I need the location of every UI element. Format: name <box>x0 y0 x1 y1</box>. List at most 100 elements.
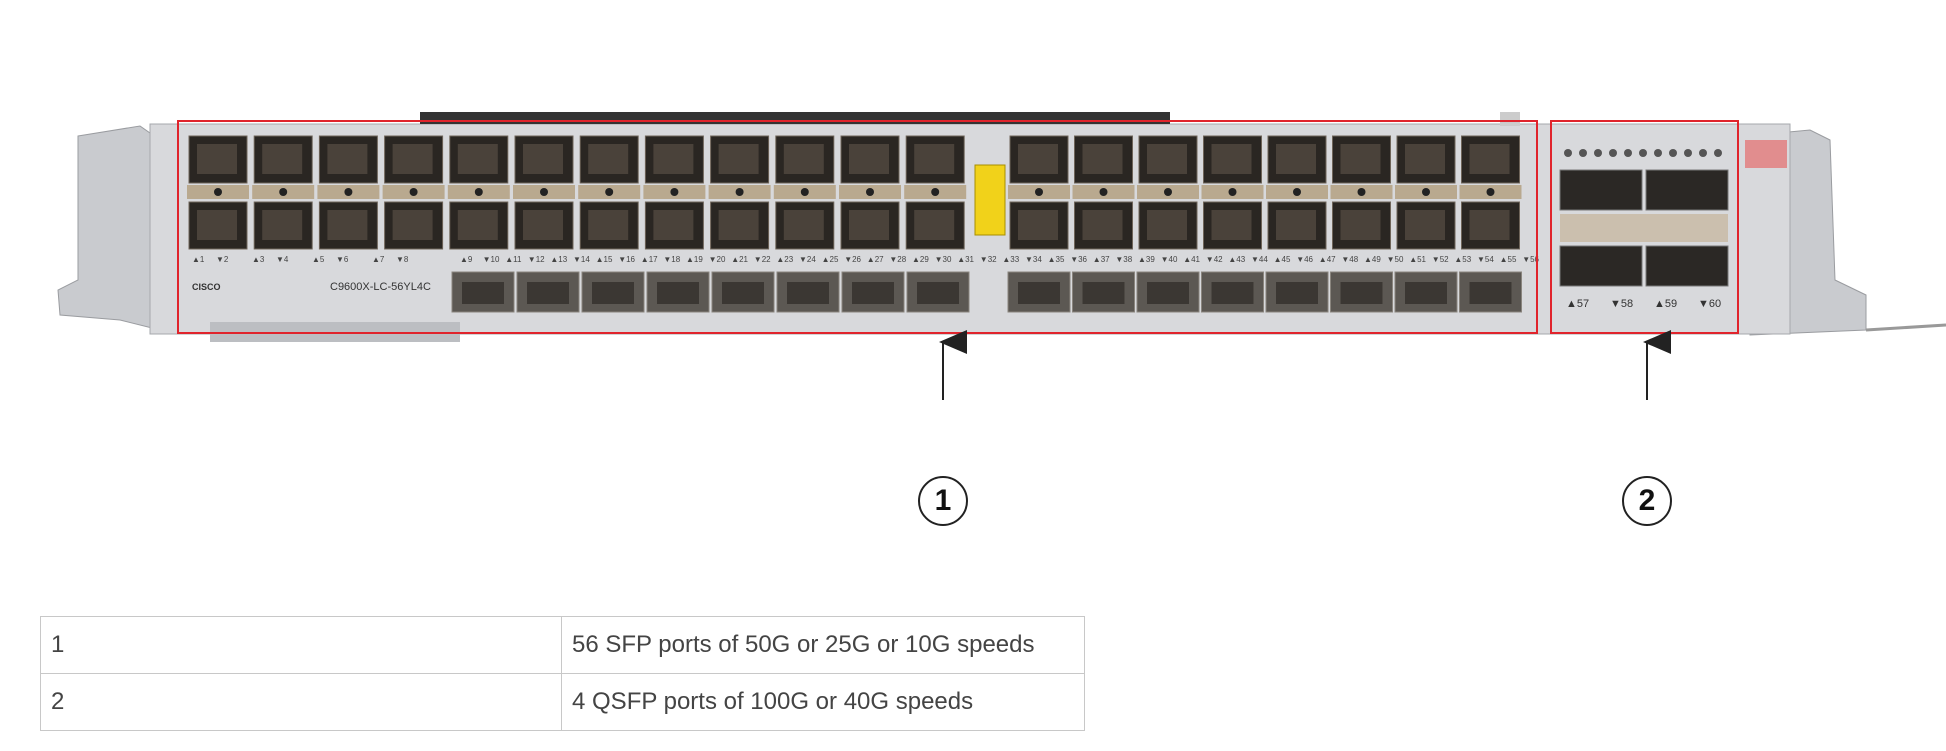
port-number-label: ▼42 <box>1206 255 1223 264</box>
led-icon <box>1486 188 1495 196</box>
led-icon <box>1422 188 1430 196</box>
legend-description: 56 SFP ports of 50G or 25G or 10G speeds <box>561 616 1085 674</box>
led-icon <box>1639 149 1647 157</box>
sfp-port-cavity <box>1018 144 1058 174</box>
port-number-label: ▼6 <box>336 255 349 264</box>
port-number-label: ▲59 <box>1654 298 1677 310</box>
sfp-port-cavity <box>327 144 368 174</box>
port-number-label: ▼24 <box>799 255 816 264</box>
qsfp-port[interactable] <box>1645 245 1729 287</box>
legend-table: 1 56 SFP ports of 50G or 25G or 10G spee… <box>40 616 1085 731</box>
port-number-label: ▲57 <box>1566 298 1589 310</box>
sfp-port-cavity <box>392 144 433 174</box>
sfp-port-cavity <box>849 210 889 240</box>
qsfp-separator <box>1560 214 1728 242</box>
port-number-label: ▼34 <box>1025 255 1042 264</box>
callout-2: 2 <box>1622 476 1672 526</box>
port-number-label: ▲19 <box>686 255 703 264</box>
port-number-label: ▲5 <box>312 255 325 264</box>
sfp-port-cavity <box>1340 144 1381 174</box>
sfp-port-cavity <box>327 210 368 240</box>
callout-1: 1 <box>918 476 968 526</box>
led-icon <box>540 188 548 196</box>
port-number-label: ▲11 <box>505 255 522 264</box>
legend-number: 2 <box>40 673 562 731</box>
port-number-label: ▼10 <box>483 255 500 264</box>
qsfp-port[interactable] <box>1559 169 1643 211</box>
sfp-port-cavity <box>527 282 569 304</box>
led-icon <box>1699 149 1707 157</box>
led-icon <box>1579 149 1587 157</box>
highlight-sfp-ports <box>177 120 1538 334</box>
sfp-port-cavity <box>1211 144 1252 174</box>
sfp-port-cavity <box>197 144 237 174</box>
port-number-label: ▲51 <box>1409 255 1426 264</box>
sfp-port-cavity <box>653 210 694 240</box>
port-number-label: ▼32 <box>980 255 997 264</box>
led-icon <box>1564 149 1572 157</box>
sfp-port-cavity <box>1211 210 1252 240</box>
sfp-port-cavity <box>849 144 889 174</box>
sfp-port-cavity <box>1082 210 1123 240</box>
sfp-port[interactable] <box>384 135 444 184</box>
led-icon <box>1624 149 1632 157</box>
sfp-port-cavity <box>783 144 824 174</box>
table-row: 1 56 SFP ports of 50G or 25G or 10G spee… <box>40 616 1085 674</box>
sfp-port-cavity <box>1018 282 1060 304</box>
port-number-label: ▼46 <box>1296 255 1313 264</box>
port-number-label: ▲47 <box>1319 255 1336 264</box>
port-number-label: ▼50 <box>1387 255 1404 264</box>
port-number-label: ▲45 <box>1274 255 1291 264</box>
port-number-label: ▼30 <box>935 255 952 264</box>
port-number-label: ▼8 <box>396 255 409 264</box>
port-number-label: ▲37 <box>1093 255 1110 264</box>
sfp-port-cavity <box>783 210 824 240</box>
sfp-port-cavity <box>1147 144 1187 174</box>
port-number-label: ▼60 <box>1698 298 1721 310</box>
port-number-label: ▲55 <box>1500 255 1517 264</box>
port-number-label: ▲29 <box>912 255 929 264</box>
port-number-label: ▼14 <box>573 255 590 264</box>
sfp-port-cavity <box>457 144 498 174</box>
led-icon <box>1684 149 1692 157</box>
port-number-label: ▼38 <box>1115 255 1132 264</box>
port-number-label: ▲31 <box>957 255 974 264</box>
chassis-left-ejector <box>57 125 161 331</box>
port-number-label: ▲39 <box>1138 255 1155 264</box>
port-number-label: ▼44 <box>1251 255 1268 264</box>
sfp-port-cavity <box>1147 282 1189 304</box>
sfp-port-cavity <box>523 210 563 240</box>
port-number-label: ▲53 <box>1454 255 1471 264</box>
sfp-port-cavity <box>392 210 433 240</box>
sfp-port-cavity <box>1405 282 1447 304</box>
sfp-port-cavity <box>914 144 955 174</box>
qsfp-port[interactable] <box>1559 245 1643 287</box>
port-number-label: ▲7 <box>372 255 385 264</box>
port-number-label: ▲25 <box>822 255 839 264</box>
sfp-port-cavity <box>657 282 699 304</box>
port-number-label: ▼36 <box>1070 255 1087 264</box>
port-number-label: ▼4 <box>276 255 289 264</box>
legend-description: 4 QSFP ports of 100G or 40G speeds <box>561 673 1085 731</box>
port-number-label: ▲1 <box>192 255 205 264</box>
port-number-label: ▼18 <box>663 255 680 264</box>
qsfp-port[interactable] <box>1645 169 1729 211</box>
led-icon <box>1609 149 1617 157</box>
sfp-port-cavity <box>917 282 959 304</box>
brand-logo: CISCO <box>192 282 221 292</box>
port-number-label: ▲41 <box>1183 255 1200 264</box>
led-icon <box>1293 188 1301 196</box>
port-number-label: ▼58 <box>1610 298 1633 310</box>
port-number-label: ▼56 <box>1522 255 1539 264</box>
sfp-port-cavity <box>262 144 303 174</box>
red-stripe <box>1745 140 1787 168</box>
legend-number: 1 <box>40 616 562 674</box>
port-number-label: ▲23 <box>776 255 793 264</box>
top-rail <box>420 112 1170 124</box>
led-icon <box>1228 188 1237 196</box>
led-icon <box>735 188 744 196</box>
led-icon <box>800 188 809 196</box>
led-icon <box>1035 188 1043 196</box>
sfp-port-cavity <box>718 210 759 240</box>
port-number-label: ▲49 <box>1364 255 1381 264</box>
